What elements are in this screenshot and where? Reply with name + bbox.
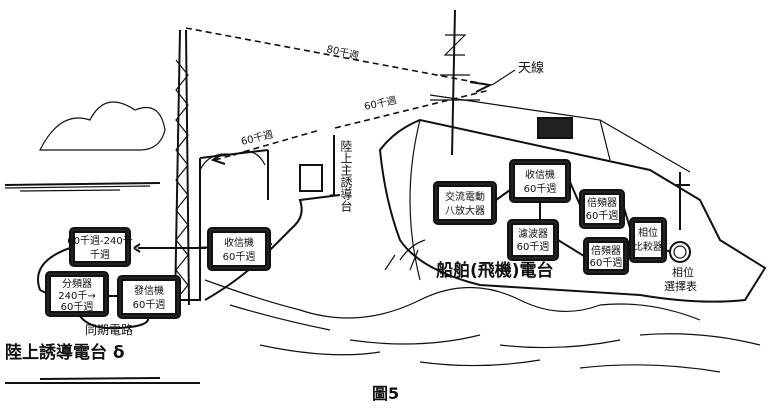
- ls-freq-unit: 分頻器 240千→ 60千週: [45, 271, 109, 317]
- sea-background: [4, 182, 761, 384]
- sync-circuit-label: 同期電路: [85, 322, 133, 337]
- ls-rx-unit: 收信機 60千週: [207, 227, 271, 271]
- sh-rx-unit: 收信機 60千週: [509, 159, 571, 203]
- sh-amp-line-1: 交流電動: [445, 190, 485, 203]
- ls-freq-line-3: 60千週: [61, 301, 94, 313]
- ls-freq-line-1: 分頻器: [62, 277, 92, 290]
- phase-meter-label: 相位: [672, 265, 694, 279]
- ls-mod-line-1: 60千週-240千: [67, 235, 132, 247]
- ls-wiring: [37, 243, 206, 330]
- sh-rx-line-1: 收信機: [525, 168, 555, 181]
- ls-mod-unit: 60千週-240千 千週: [67, 227, 133, 267]
- shoreline: [204, 194, 341, 301]
- phase-meter: 相位 選擇表: [664, 241, 697, 293]
- sh-u6-line-1: 相位: [638, 226, 658, 239]
- sh-u4-unit: 倍頻器 60千週: [579, 189, 625, 229]
- ls-freq-line-2: 240千→: [58, 290, 95, 302]
- phase-meter-sub: 選擇表: [664, 279, 697, 293]
- ls-tx-unit: 發信機 60千週: [117, 275, 181, 319]
- sh-filter-line-2: 60千週: [517, 241, 550, 253]
- sh-amp-line-2: 八放大器: [445, 204, 485, 217]
- ship: [378, 9, 767, 303]
- ls-rx-line-2: 60千週: [223, 251, 256, 263]
- ls-rx-line-1: 收信機: [224, 236, 254, 249]
- ls-tx-line-1: 發信機: [134, 284, 164, 297]
- sh-u5-unit: 倍頻器 60千週: [583, 237, 629, 275]
- sh-u4-line-2: 60千週: [586, 210, 619, 222]
- sh-u6-unit: 相位 比較器: [629, 217, 667, 263]
- receiving-antenna: [195, 149, 273, 249]
- sh-amp-unit: 交流電動 八放大器: [433, 181, 497, 225]
- sh-u5-line-2: 60千週: [590, 257, 623, 269]
- signal-label-mid: 60千週: [363, 94, 398, 113]
- sh-filter-unit: 濾波器 60千週: [507, 219, 559, 261]
- ls-tx-line-2: 60千週: [133, 299, 166, 311]
- sh-u5-line-1: 倍頻器: [591, 244, 621, 257]
- antenna-label: 天線: [518, 60, 544, 76]
- signal-label-top: 80千週: [325, 43, 360, 62]
- shore-master-box: [299, 164, 323, 192]
- shore-master-mast: [330, 135, 338, 196]
- signal-path-mid: [334, 89, 491, 129]
- land-station-title: 陸上誘導電台 δ: [5, 342, 125, 363]
- signal-path-top: [185, 27, 491, 86]
- signal-label-left: 60千週: [240, 128, 275, 148]
- figure-caption: 圖5: [372, 384, 399, 403]
- ship-wiring: [495, 181, 671, 257]
- signal-path-left: [214, 129, 321, 161]
- sh-filter-line-1: 濾波器: [518, 227, 548, 240]
- ls-mod-line-2: 千週: [90, 249, 110, 261]
- shore-master-label: 陸上主誘導台: [339, 140, 353, 212]
- land-station-tower: [174, 29, 190, 306]
- sh-rx-line-2: 60千週: [524, 183, 557, 195]
- sh-u6-line-2: 比較器: [633, 240, 663, 253]
- ship-station-title: 船舶(飛機)電台: [436, 260, 554, 281]
- sh-u4-line-1: 倍頻器: [587, 196, 617, 209]
- cloud: [39, 101, 266, 171]
